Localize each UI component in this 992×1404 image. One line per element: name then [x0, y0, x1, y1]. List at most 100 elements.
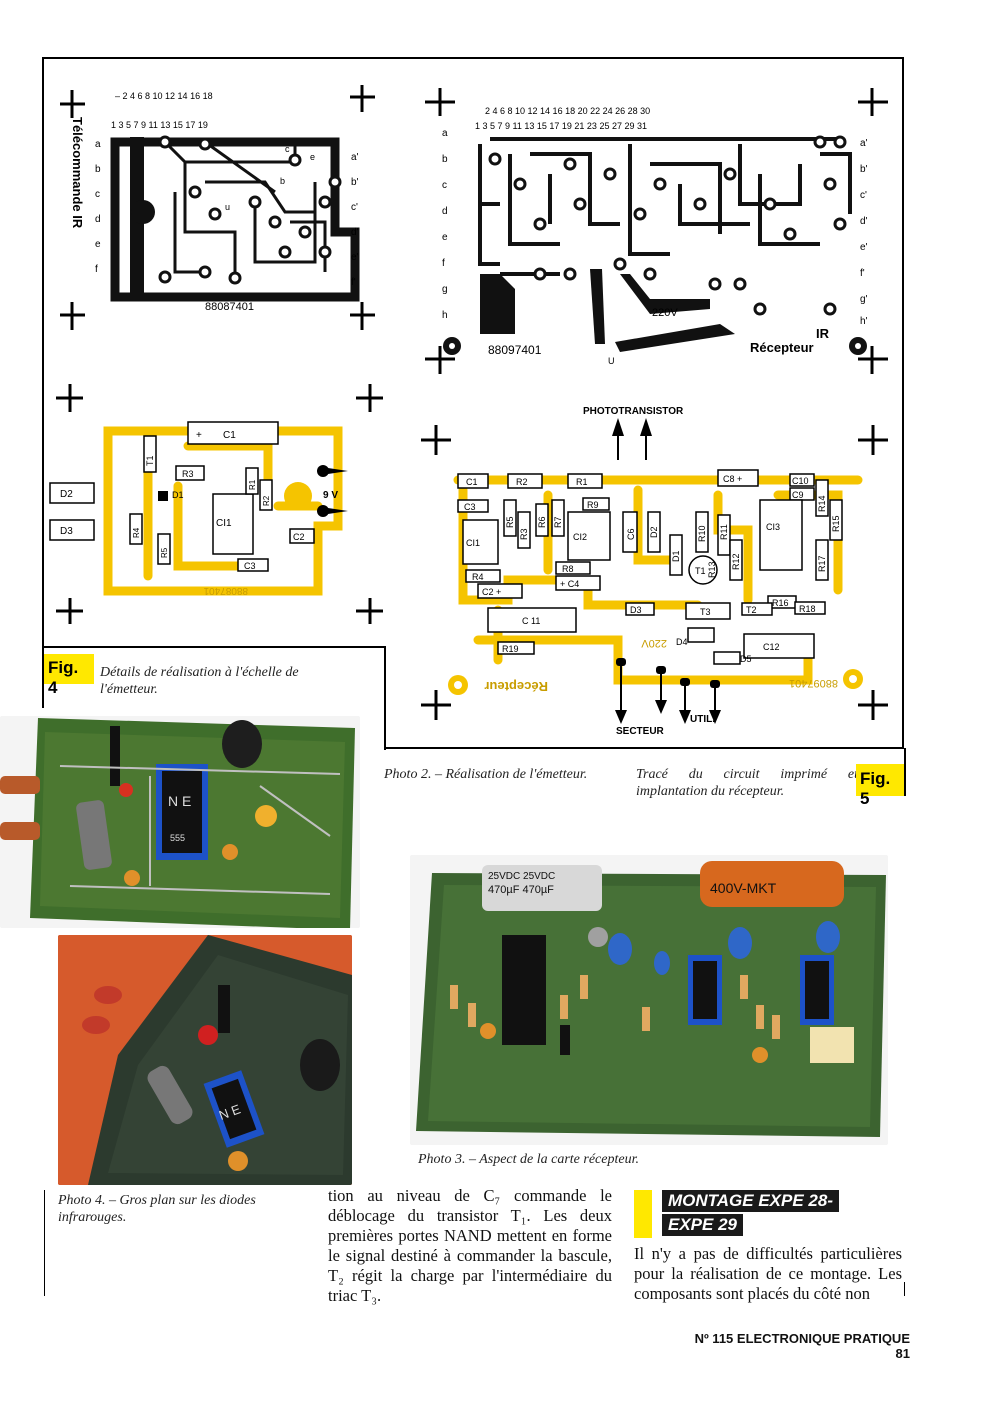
- fig4-caption: Détails de réalisation à l'échelle de l'…: [100, 665, 299, 697]
- svg-text:a': a': [351, 152, 359, 163]
- svg-text:u: u: [225, 202, 230, 212]
- svg-text:c': c': [860, 190, 867, 201]
- svg-text:R5: R5: [505, 516, 515, 528]
- svg-text:R7: R7: [553, 516, 563, 528]
- heading-accent-bar: [634, 1190, 652, 1238]
- svg-text:D2: D2: [649, 526, 659, 538]
- svg-text:d': d': [351, 227, 359, 238]
- svg-text:d: d: [95, 214, 101, 225]
- svg-text:c': c': [351, 202, 358, 213]
- svg-text:CI1: CI1: [216, 518, 232, 529]
- svg-text:C 11: C 11: [522, 616, 540, 626]
- svg-text:C1: C1: [466, 477, 478, 487]
- svg-text:D1: D1: [671, 550, 681, 562]
- receiver-component-layout: PHOTOTRANSISTOR C1 R2: [421, 406, 888, 737]
- rx-pcb-top-odd: 1 3 5 7 9 11 13 15 17 19 21 23 25 27 29 …: [475, 121, 647, 131]
- fig4-label: Fig. 4: [44, 654, 94, 697]
- svg-text:R4: R4: [472, 572, 484, 582]
- svg-text:R2: R2: [262, 495, 271, 506]
- svg-text:N E: N E: [217, 1101, 243, 1123]
- photo4-caption: Photo 4. – Gros plan sur les diodes infr…: [58, 1193, 256, 1225]
- svg-text:D4: D4: [676, 637, 688, 647]
- tx-pcb-top-odd: 1 3 5 7 9 11 13 15 17 19: [111, 120, 208, 130]
- right-rule: [904, 748, 906, 796]
- svg-text:f: f: [95, 264, 98, 275]
- heading-line-2: EXPE 29: [662, 1214, 743, 1236]
- column-rule-left: [44, 1190, 45, 1296]
- svg-text:R1: R1: [576, 477, 588, 487]
- tx-pcb-title: Télécommande IR: [70, 117, 85, 229]
- tx-supply: 9 V: [323, 490, 338, 501]
- svg-text:a: a: [95, 139, 101, 150]
- page-footer: Nº 115 ELECTRONIQUE PRATIQUE 81: [694, 1331, 910, 1361]
- svg-text:b: b: [280, 176, 285, 186]
- frame-divider-vertical: [384, 646, 386, 750]
- rx-pcb-ir: IR: [816, 326, 830, 341]
- rx-pcb-voltage: 220V: [652, 307, 678, 319]
- svg-text:D3: D3: [60, 526, 73, 537]
- photo3-cap-text: 470µF 470µF: [488, 884, 554, 896]
- svg-text:c: c: [285, 144, 290, 154]
- svg-text:e: e: [310, 152, 315, 162]
- svg-text:CI2: CI2: [573, 532, 587, 542]
- figures-frame: [42, 57, 904, 749]
- photo2-transmitter-board: N E 555: [0, 716, 360, 930]
- svg-text:T1: T1: [695, 566, 706, 576]
- rx-phototransistor: PHOTOTRANSISTOR: [583, 406, 684, 417]
- svg-text:g': g': [860, 294, 868, 305]
- svg-text:R12: R12: [731, 553, 741, 570]
- svg-text:a': a': [860, 138, 868, 149]
- svg-text:e: e: [442, 232, 448, 243]
- photo3-mkt-text: 400V-MKT: [710, 880, 777, 896]
- rx-pcb-u: U: [608, 356, 615, 366]
- svg-text:R8: R8: [562, 564, 574, 574]
- svg-text:T1: T1: [145, 455, 155, 466]
- rx-pcb-top-even: 2 4 6 8 10 12 14 16 18 20 22 24 26 28 30: [485, 106, 650, 116]
- svg-text:R11: R11: [719, 524, 729, 540]
- rx-util: UTIL.: [690, 714, 715, 725]
- svg-text:C8 +: C8 +: [723, 474, 742, 484]
- svg-text:R17: R17: [817, 555, 827, 572]
- svg-text:R19: R19: [502, 644, 519, 654]
- svg-text:CI3: CI3: [766, 522, 780, 532]
- rx-pcb-recepteur: Récepteur: [750, 340, 814, 355]
- svg-text:D5: D5: [740, 654, 752, 664]
- svg-text:R14: R14: [817, 495, 827, 512]
- svg-text:d: d: [442, 206, 448, 217]
- section-heading: MONTAGE EXPE 28- EXPE 29: [662, 1190, 902, 1236]
- svg-text:C2 +: C2 +: [482, 587, 501, 597]
- svg-text:+: +: [196, 430, 202, 441]
- svg-text:D3: D3: [630, 605, 642, 615]
- svg-text:+ C4: + C4: [560, 579, 579, 589]
- svg-text:d': d': [860, 216, 868, 227]
- transmitter-pcb-trace: – 2 4 6 8 10 12 14 16 18 1 3 5 7 9 11 13…: [60, 85, 375, 330]
- svg-text:R18: R18: [799, 604, 816, 614]
- svg-text:C3: C3: [244, 561, 256, 571]
- svg-text:h': h': [860, 316, 868, 327]
- column-rule-right: [904, 1282, 905, 1296]
- svg-text:C6: C6: [626, 528, 636, 540]
- svg-text:b': b': [351, 177, 359, 188]
- tx-pcb-ref: 88087401: [205, 301, 254, 313]
- photo2-chip-text: N E: [168, 793, 191, 809]
- svg-text:R2: R2: [516, 477, 528, 487]
- svg-text:R3: R3: [182, 469, 194, 479]
- svg-text:R6: R6: [537, 516, 547, 528]
- rx-secteur: SECTEUR: [616, 726, 665, 737]
- svg-text:C1: C1: [223, 430, 236, 441]
- svg-text:R4: R4: [132, 527, 141, 538]
- svg-text:C9: C9: [792, 490, 804, 500]
- receiver-pcb-trace: 2 4 6 8 10 12 14 16 18 20 22 24 26 28 30…: [425, 88, 888, 374]
- frame-left-line-bottom: [42, 648, 44, 708]
- svg-text:R1: R1: [248, 479, 257, 490]
- heading-line-1: MONTAGE EXPE 28-: [662, 1190, 839, 1212]
- tx-pcb-top-even: – 2 4 6 8 10 12 14 16 18: [115, 91, 213, 101]
- svg-text:C12: C12: [763, 642, 780, 652]
- svg-text:Récepteur: Récepteur: [484, 679, 548, 694]
- svg-text:e': e': [860, 242, 868, 253]
- svg-text:C10: C10: [792, 476, 809, 486]
- rx-pcb-ref: 88097401: [488, 343, 542, 357]
- svg-text:h: h: [442, 310, 448, 321]
- svg-text:25VDC 25VDC: 25VDC 25VDC: [488, 871, 555, 882]
- svg-text:555: 555: [170, 833, 185, 843]
